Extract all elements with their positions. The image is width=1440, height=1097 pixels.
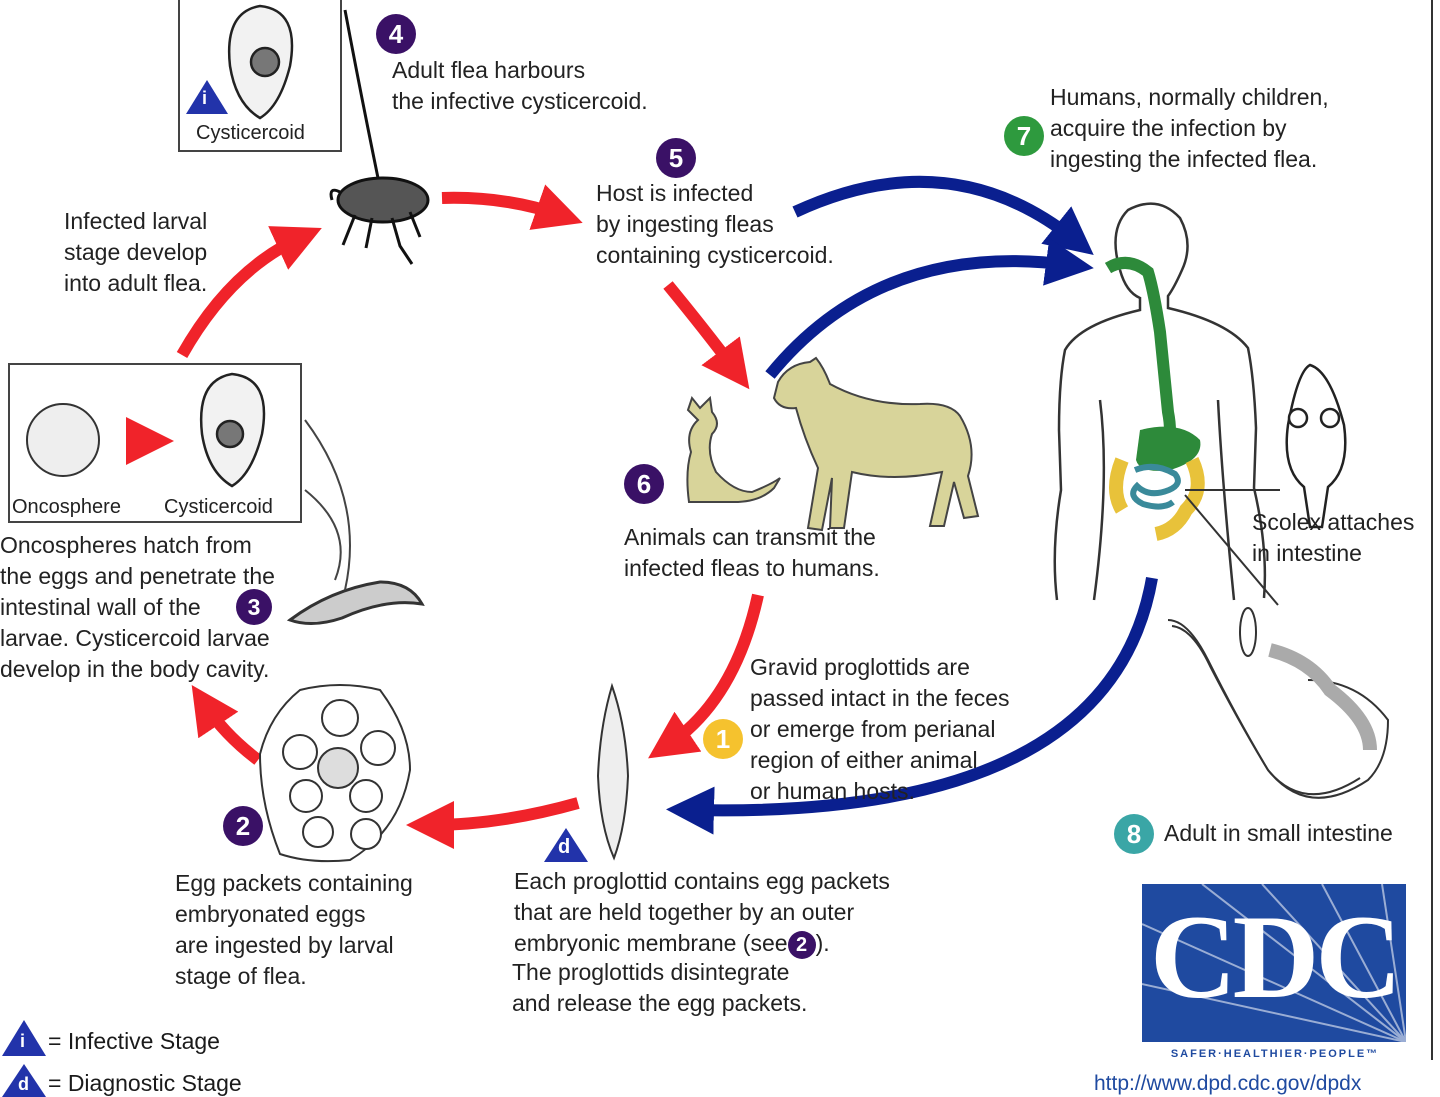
cysticercoid-top-drawing	[227, 4, 294, 120]
egg-packet-drawing	[258, 684, 412, 863]
stage-badge-1: 1	[703, 719, 743, 759]
larval-stage-text: Infected larval stage develop into adult…	[64, 208, 208, 296]
human-drawing	[1053, 202, 1267, 601]
stage-7-text: Humans, normally children, acquire the i…	[1050, 84, 1329, 172]
flea-drawing	[329, 9, 430, 265]
legend-infective-triangle	[2, 1020, 46, 1056]
infective-stage-marker-top	[186, 80, 228, 114]
legend-diagnostic-triangle	[2, 1064, 46, 1097]
oncosphere-cysticercoid-box	[8, 363, 302, 523]
diagnostic-marker-letter: d	[558, 836, 571, 858]
arrow-animals-to-proglottid	[648, 593, 764, 759]
diagnostic-stage-marker	[544, 828, 588, 862]
cdc-tagline: SAFER·HEALTHIER·PEOPLE™	[1170, 1048, 1380, 1060]
oncosphere-label: Oncosphere	[12, 496, 121, 518]
dpdx-url-link[interactable]: http://www.dpd.cdc.gov/dpdx	[1094, 1072, 1362, 1095]
arrow-animals-to-human	[765, 238, 1094, 379]
arrow-larva-to-flea	[176, 226, 322, 358]
arrow-host-to-animals	[663, 281, 750, 390]
legend-infective-stage: = Infective Stage	[48, 1028, 220, 1054]
stage-badge-6: 6	[624, 464, 664, 504]
infective-marker-letter: i	[202, 88, 208, 108]
arrow-human-to-proglottid	[666, 576, 1158, 835]
cysticercoid-box-drawing	[199, 372, 266, 488]
arrow-flea-to-host	[441, 184, 583, 230]
dog-drawing	[772, 356, 980, 532]
pointer-line-larva	[304, 419, 351, 591]
legend-diagnostic-letter: d	[18, 1074, 29, 1094]
cysticercoid-box-label: Cysticercoid	[164, 496, 273, 518]
cysticercoid-top-box	[178, 0, 342, 152]
proglottid-see-badge: 2	[787, 930, 816, 959]
proglottid-text: Each proglottid contains egg packets tha…	[514, 866, 890, 959]
arrow-host-to-human	[792, 175, 1094, 255]
digestive-tract	[1104, 256, 1280, 606]
flea-larva-drawing	[286, 580, 425, 625]
cdc-logo-rays	[1142, 884, 1406, 1042]
cdc-logo-text: CDC	[1150, 890, 1402, 1023]
cat-drawing	[686, 395, 781, 503]
stage-6-text: Animals can transmit the infected fleas …	[624, 524, 880, 581]
stage-1-text: Gravid proglottids are passed intact in …	[750, 654, 1010, 804]
proglottid-drawing	[596, 682, 630, 861]
legend-diagnostic-stage: = Diagnostic Stage	[48, 1070, 242, 1096]
stage-2-text: Egg packets containing embryonated eggs …	[175, 870, 413, 989]
proglottid-text-close: ).	[815, 930, 830, 956]
scolex-text: Scolex attaches in intestine	[1252, 509, 1415, 566]
stage-badge-4: 4	[376, 14, 416, 54]
stage-badge-8: 8	[1114, 814, 1154, 854]
proglottid-text-main: Each proglottid contains egg packets tha…	[514, 868, 890, 956]
stage-8-text: Adult in small intestine	[1164, 820, 1393, 846]
arrow-eggs-to-oncosphere	[191, 685, 262, 765]
legend-infective-letter: i	[20, 1031, 26, 1051]
stage-badge-2: 2	[223, 806, 263, 846]
stage-badge-5: 5	[656, 138, 696, 178]
cysticercoid-top-label: Cysticercoid	[196, 122, 305, 144]
adult-worm-drawing	[1167, 607, 1390, 799]
stage-badge-3: 3	[236, 589, 272, 625]
scolex-drawing	[1285, 363, 1347, 529]
arrow-proglottid-to-eggs	[406, 797, 580, 849]
stage-5-text: Host is infected by ingesting fleas cont…	[596, 180, 834, 268]
stage-3-text: Oncospheres hatch from the eggs and pene…	[0, 532, 275, 682]
proglottid-text-2: The proglottids disintegrate and release…	[512, 959, 808, 1016]
stage-4-text: Adult flea harbours the infective cystic…	[392, 57, 648, 114]
cdc-logo: CDC	[1142, 884, 1406, 1042]
stage-badge-7: 7	[1004, 116, 1044, 156]
oncosphere-drawing	[26, 403, 100, 477]
